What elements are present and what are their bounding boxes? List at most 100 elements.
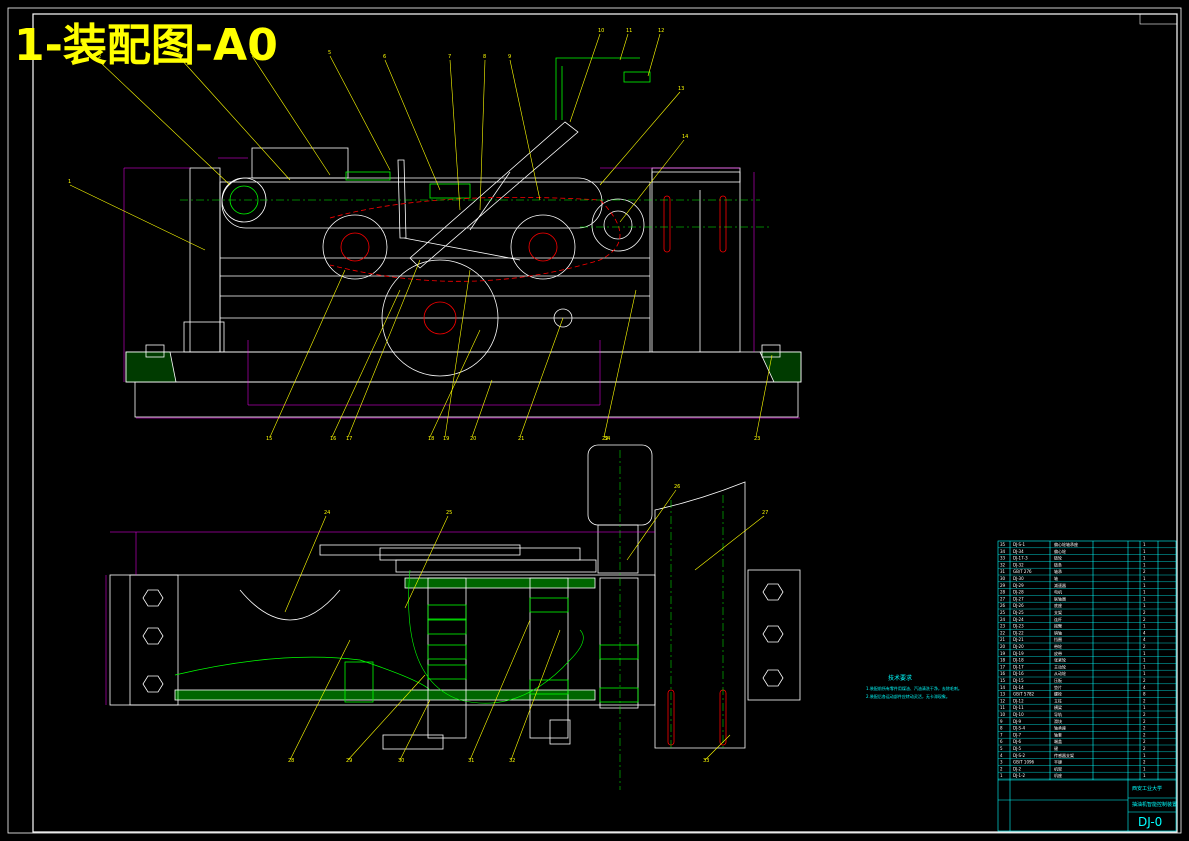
- bom-cell-no: 23: [1000, 624, 1006, 629]
- callout-label: 15: [266, 436, 272, 442]
- link-rod-3: [469, 171, 511, 231]
- bom-cell-code: DJ-22: [1013, 630, 1024, 635]
- bom-cell-name: 支架: [1054, 609, 1062, 615]
- motor-box: [251, 147, 349, 179]
- bom-cell-no: 15: [1000, 678, 1006, 683]
- bom-cell-no: 17: [1000, 664, 1006, 669]
- bom-cell-no: 10: [1000, 712, 1006, 717]
- bom-cell-code: GB/T 5782: [1013, 692, 1035, 697]
- tension-wheel: [591, 198, 645, 252]
- bom-cell-qty: 2: [1143, 569, 1146, 574]
- front-leaders: [69, 33, 773, 438]
- bom-cell-code: DJ-2: [1013, 766, 1022, 771]
- bom-cell-qty: 2: [1143, 719, 1146, 724]
- bom-cell-code: DJ-32: [1013, 562, 1024, 567]
- bom-cell-code: DJ-S-4: [1013, 726, 1026, 731]
- bom-cell-no: 9: [1000, 719, 1003, 724]
- bom-cell-code: DJ-34: [1013, 549, 1024, 554]
- bom-cell-no: 13: [1000, 692, 1006, 697]
- bom-cell-name: 链条: [1054, 561, 1062, 567]
- bom-cell-qty: 1: [1143, 562, 1146, 567]
- callout-label: 33: [703, 758, 709, 764]
- left-column: [189, 167, 221, 353]
- callout-label: 18: [428, 436, 434, 442]
- big-wheel-hub: [423, 301, 457, 335]
- bom-cell-code: DJ-12: [1013, 698, 1024, 703]
- bom-cell-code: DJ-1-2: [1013, 773, 1026, 778]
- title-block-name: 抽油机智能控制装置: [1132, 801, 1177, 808]
- callout-label: 6: [383, 54, 386, 60]
- inner-frame: [32, 13, 1178, 833]
- top-cover-1: [319, 544, 521, 556]
- bom-cell-no: 35: [1000, 542, 1006, 547]
- callout-label: 22: [602, 436, 608, 442]
- outer-frame: [7, 7, 1182, 834]
- bom-cell-no: 1: [1000, 773, 1003, 778]
- bom-cell-name: 端盖: [1054, 738, 1062, 744]
- bom-cell-name: 螺栓: [1054, 691, 1062, 697]
- bom-cell-qty: 1: [1143, 556, 1146, 561]
- bom-cell-code: DJ-5: [1013, 746, 1022, 751]
- bom-cell-code: DJ-19: [1013, 651, 1024, 656]
- bom-cell-name: 减速器: [1054, 582, 1066, 588]
- sheet-title: 1-装配图-A0: [14, 20, 278, 71]
- callout-label: 11: [626, 28, 632, 34]
- tech-notes: 技术要求 1.装配前所有零件用煤油、汽油清洗干净，去除毛刺。 2.装配后各运动部…: [866, 674, 962, 699]
- bearing-plate-hatch: [174, 689, 596, 701]
- bom-cell-name: 张紧轮: [1054, 657, 1066, 663]
- bom-cell-name: 挡圈: [1054, 636, 1062, 642]
- bom-cell-code: DJ-30: [1013, 576, 1024, 581]
- bom-cell-code: DJ-24: [1013, 617, 1024, 622]
- bom-cell-name: 底座: [1054, 602, 1062, 608]
- bom-cell-no: 32: [1000, 562, 1006, 567]
- bom-cell-no: 8: [1000, 726, 1003, 731]
- callout-label: 17: [346, 436, 352, 442]
- link-rod-2: [403, 237, 521, 261]
- callout-label: 21: [518, 436, 524, 442]
- bom-cell-name: 偏心轮轴承座: [1054, 541, 1078, 547]
- callout-label: 1: [68, 179, 71, 185]
- bom-cell-name: 横梁: [1054, 704, 1062, 710]
- bom-cell-name: 导轨: [1054, 711, 1062, 717]
- bom-cell-name: 从动轮: [1054, 670, 1066, 676]
- bom-cell-qty: 1: [1143, 603, 1146, 608]
- callout-label: 12: [658, 28, 664, 34]
- bom-cell-qty: 1: [1143, 624, 1146, 629]
- bom-cell-code: DJ-26: [1013, 603, 1024, 608]
- callout-label: 9: [508, 54, 511, 60]
- sensor-strip: [345, 171, 391, 181]
- grate-block: [429, 183, 471, 199]
- bom-cell-code: DJ-25: [1013, 610, 1024, 615]
- top-plate-hatch: [404, 577, 596, 589]
- right-bolt-3: [762, 669, 784, 687]
- bom-cell-no: 7: [1000, 732, 1003, 737]
- bom-cell-name: 联轴器: [1054, 595, 1066, 601]
- motor-coupling: [597, 524, 639, 574]
- bom-cell-name: 轴: [1054, 575, 1058, 581]
- bom-cell-no: 33: [1000, 556, 1006, 561]
- bom-cell-qty: 2: [1143, 678, 1146, 683]
- bom-cell-name: 立柱: [1054, 697, 1062, 703]
- shaft-right: [599, 577, 639, 709]
- callout-label: 4: [250, 50, 253, 56]
- saddle: [239, 589, 341, 621]
- callout-label: 3: [178, 52, 181, 58]
- shaft-bearings: [344, 597, 639, 703]
- bom-cell-qty: 1: [1143, 658, 1146, 663]
- bom-cell-name: 轴套: [1054, 731, 1062, 737]
- bom-cell-qty: 2: [1143, 644, 1146, 649]
- bom-cell-qty: 2: [1143, 760, 1146, 765]
- bom-cell-code: DJ-27: [1013, 596, 1024, 601]
- shaft-left: [427, 577, 467, 739]
- bom-cell-no: 3: [1000, 760, 1003, 765]
- wheel-left: [322, 214, 388, 280]
- bom-cell-qty: 1: [1143, 590, 1146, 595]
- bom-cell-no: 2: [1000, 766, 1003, 771]
- left-column-foot: [183, 321, 225, 353]
- bom-cell-no: 11: [1000, 705, 1006, 710]
- bom-cell-name: 电机: [1054, 589, 1062, 595]
- wheel-left-hub: [340, 232, 370, 262]
- callout-label: 29: [346, 758, 352, 764]
